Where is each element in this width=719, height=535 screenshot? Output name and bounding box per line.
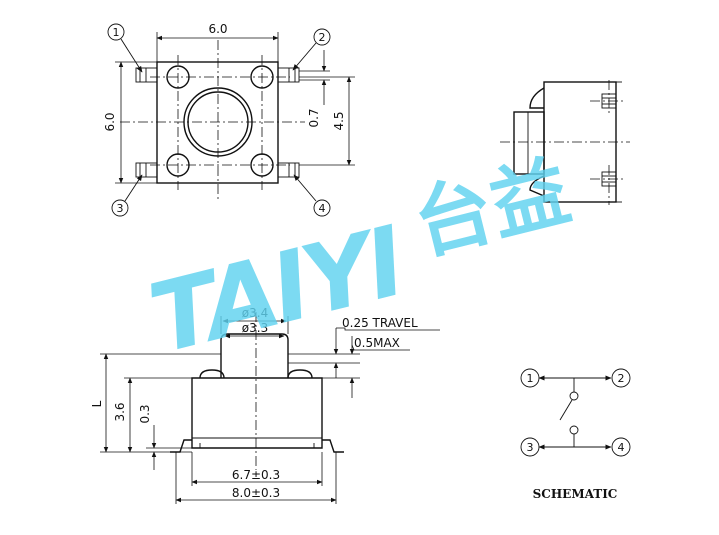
body-height-label: 3.6 (113, 402, 127, 421)
top-height-label: 6.0 (103, 112, 117, 131)
top-holes (166, 65, 274, 177)
travel-label: 0.25 TRAVEL (342, 316, 418, 330)
svg-text:1: 1 (113, 26, 120, 39)
pin-callout-4: 4 (293, 174, 331, 217)
front-view: ø3.4 ø3.3 0.25 TRAVEL 0.5MAX L 3.6 0.3 (90, 306, 440, 504)
lead-span-label: 8.0±0.3 (232, 486, 280, 500)
cap-diameter-outer: ø3.4 (242, 306, 268, 320)
standoff-label: 0.3 (138, 404, 152, 423)
schem-pin-1: 1 (527, 372, 534, 385)
top-body-outline (156, 61, 279, 184)
front-body (191, 377, 323, 449)
top-pins (135, 67, 300, 178)
height-L-label: L (90, 400, 104, 407)
svg-text:4: 4 (319, 202, 326, 215)
schematic: 1 2 3 4 SCHEMATIC (520, 368, 631, 501)
top-width-label: 6.0 (208, 22, 227, 36)
schematic-title: SCHEMATIC (533, 487, 618, 501)
max-label: 0.5MAX (354, 336, 400, 350)
right-side-view (500, 80, 630, 205)
cap-diameter-inner: ø3.3 (242, 321, 268, 335)
svg-text:2: 2 (319, 31, 326, 44)
schem-pin-3: 3 (527, 441, 534, 454)
pin-callout-1: 1 (107, 23, 143, 73)
pin-callout-2: 2 (292, 28, 331, 71)
svg-text:台益: 台益 (405, 146, 578, 271)
body-width-label: 6.7±0.3 (232, 468, 280, 482)
pin-pitch-label: 4.5 (332, 111, 346, 130)
pin-callout-3: 3 (111, 174, 143, 217)
schem-pin-2: 2 (618, 372, 625, 385)
lead-width-label: 0.7 (307, 108, 321, 127)
schem-pin-4: 4 (618, 441, 625, 454)
top-view: 6.0 6.0 4.5 0.7 1 2 3 (103, 22, 355, 217)
svg-text:3: 3 (117, 202, 124, 215)
